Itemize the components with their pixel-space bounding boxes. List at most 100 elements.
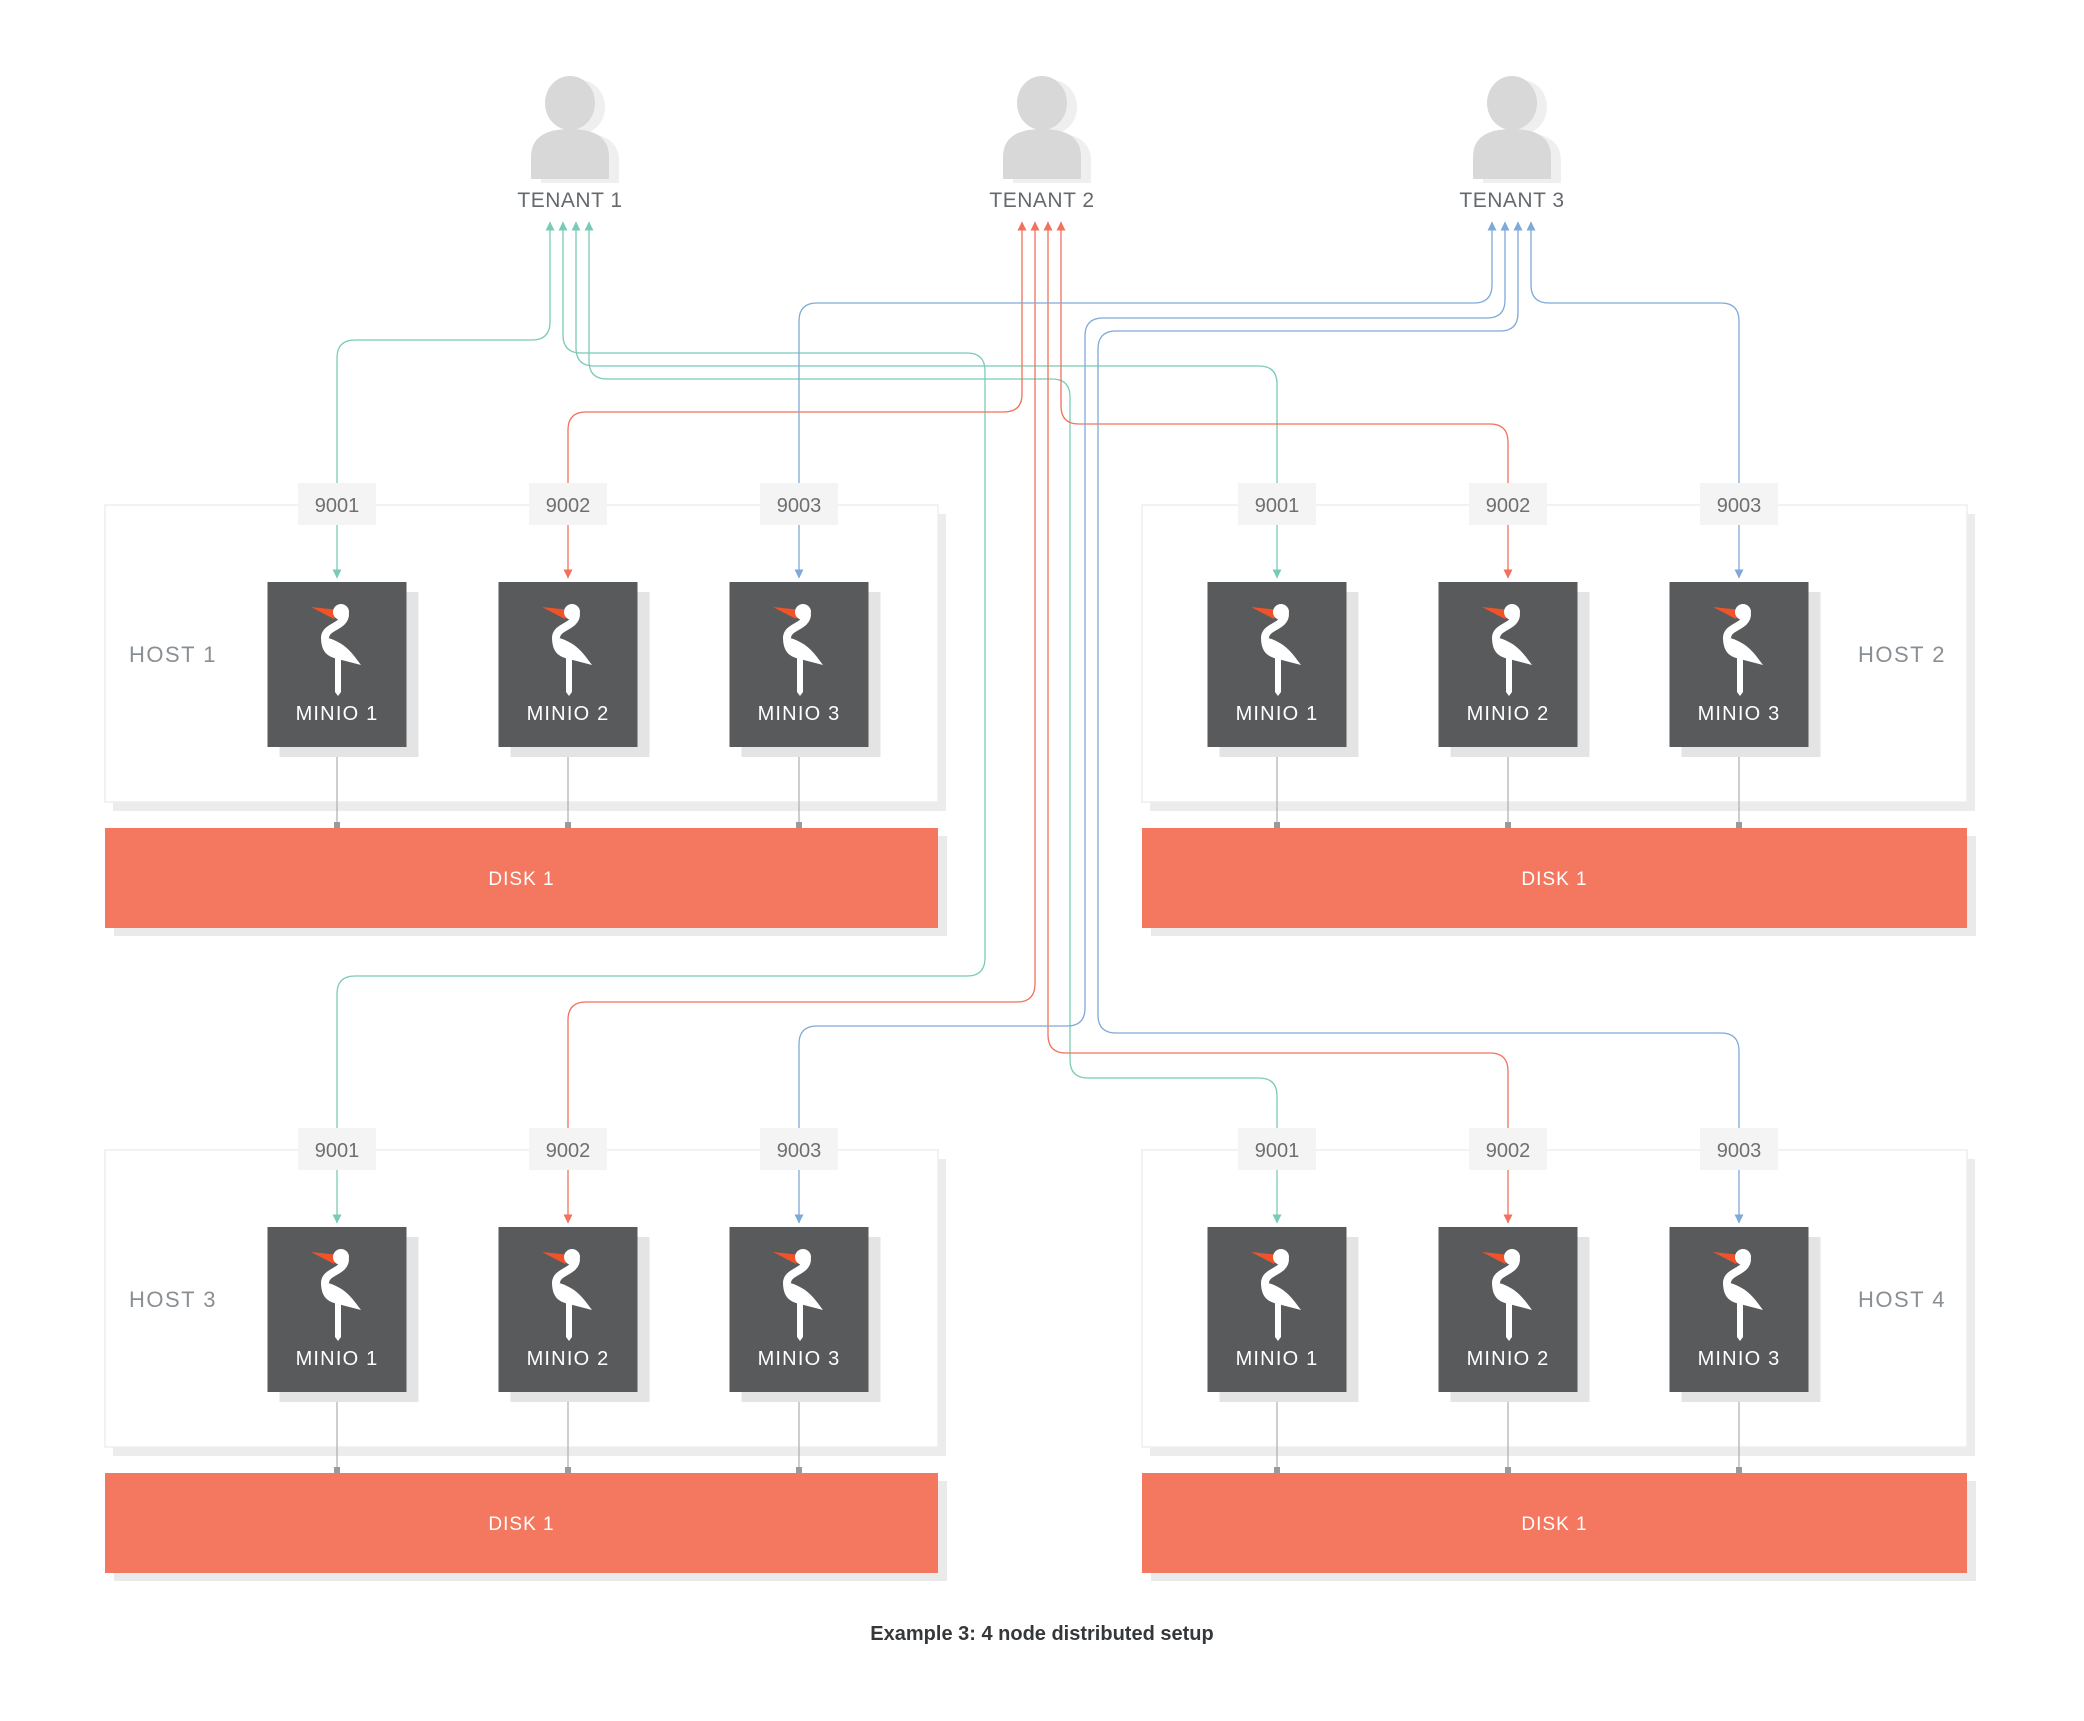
minio-bird-icon (1251, 604, 1301, 696)
bird-leg (1275, 1296, 1281, 1341)
bird-beak (1713, 607, 1741, 619)
bird-neck (1723, 613, 1751, 639)
bird-leg (335, 651, 341, 696)
port-label: 9002 (1486, 495, 1531, 517)
minio-bird-icon (542, 604, 592, 696)
route-tenant3-host3 (794, 221, 1510, 1224)
connector-cap (334, 1467, 340, 1473)
minio-bird-icon (1482, 604, 1532, 696)
bird-neck (1492, 613, 1520, 639)
bird-neck (552, 613, 580, 639)
connector-cap (1505, 1467, 1511, 1473)
port-badge-host-2-9003 (1700, 483, 1778, 525)
host-2-disk-label: DISK 1 (1521, 869, 1587, 890)
host-4-disk (1142, 1473, 1967, 1573)
bird-neck (1492, 1258, 1520, 1284)
bird-neck (1261, 1258, 1289, 1284)
bird-leg (566, 651, 572, 696)
port-badge-host-3-9003 (760, 1128, 838, 1170)
connector-cap (334, 822, 340, 828)
bird-neck (1723, 1258, 1751, 1284)
connector-cap (796, 822, 802, 828)
tenant-head (1017, 76, 1067, 130)
bird-leg (797, 651, 803, 696)
minio-label: MINIO 3 (1698, 703, 1781, 725)
connector-cap (1736, 822, 1742, 828)
minio-bird-icon (1482, 1249, 1532, 1341)
connector-cap (565, 1467, 571, 1473)
route-tenant3-host4 (1097, 221, 1744, 1224)
bird-beak (542, 1252, 570, 1264)
port-badge-host-1-9001 (298, 483, 376, 525)
host-2-label: HOST 2 (1858, 642, 1946, 667)
port-label: 9002 (546, 495, 591, 517)
port-badge-host-4-9002 (1469, 1128, 1547, 1170)
port-badge-host-4-9001 (1238, 1128, 1316, 1170)
port-label: 9003 (777, 1140, 822, 1162)
bird-neck (321, 613, 349, 639)
port-label: 9002 (1486, 1140, 1531, 1162)
port-label: 9003 (777, 495, 822, 517)
host-3-disk (105, 1473, 938, 1573)
minio-bird-icon (1713, 1249, 1763, 1341)
minio-label: MINIO 2 (1467, 1348, 1550, 1370)
minio-label: MINIO 3 (758, 1348, 841, 1370)
bird-neck (321, 1258, 349, 1284)
bird-leg (1506, 651, 1512, 696)
port-label: 9001 (315, 1140, 360, 1162)
minio-bird-icon (1713, 604, 1763, 696)
tenant-1-label: TENANT 1 (517, 189, 622, 212)
port-label: 9001 (1255, 1140, 1300, 1162)
bird-beak (1251, 607, 1279, 619)
host-4-disk-label: DISK 1 (1521, 1514, 1587, 1535)
tenant-3-label: TENANT 3 (1459, 189, 1564, 212)
port-badge-host-2-9002 (1469, 483, 1547, 525)
bird-leg (1275, 651, 1281, 696)
port-badge-host-2-9001 (1238, 483, 1316, 525)
connector-cap (1274, 1467, 1280, 1473)
tenant-1-icon (531, 76, 619, 183)
host-1-label: HOST 1 (129, 642, 217, 667)
port-badge-host-3-9001 (298, 1128, 376, 1170)
bird-beak (311, 607, 339, 619)
minio-bird-icon (311, 604, 361, 696)
bird-leg (797, 1296, 803, 1341)
bird-neck (1261, 613, 1289, 639)
tenant-body (1003, 129, 1081, 179)
connector-cap (796, 1467, 802, 1473)
tenant-body (531, 129, 609, 179)
host-3-label: HOST 3 (129, 1287, 217, 1312)
tenant-2-label: TENANT 2 (989, 189, 1094, 212)
minio-label: MINIO 2 (527, 703, 610, 725)
bird-neck (783, 1258, 811, 1284)
connector-cap (1274, 822, 1280, 828)
bird-beak (773, 607, 801, 619)
bird-beak (542, 607, 570, 619)
bird-leg (566, 1296, 572, 1341)
bird-neck (783, 613, 811, 639)
port-badge-host-4-9003 (1700, 1128, 1778, 1170)
port-label: 9001 (1255, 495, 1300, 517)
minio-label: MINIO 3 (758, 703, 841, 725)
minio-label: MINIO 1 (296, 1348, 379, 1370)
connector-cap (565, 822, 571, 828)
port-label: 9003 (1717, 1140, 1762, 1162)
port-label: 9001 (315, 495, 360, 517)
port-badge-host-3-9002 (529, 1128, 607, 1170)
bird-leg (1737, 1296, 1743, 1341)
tenant-body (1473, 129, 1551, 179)
port-badge-host-1-9002 (529, 483, 607, 525)
minio-label: MINIO 2 (1467, 703, 1550, 725)
route-tenant3-host2 (1526, 221, 1744, 579)
bird-beak (773, 1252, 801, 1264)
bird-beak (311, 1252, 339, 1264)
host-1-disk-label: DISK 1 (488, 869, 554, 890)
bird-leg (1737, 651, 1743, 696)
minio-label: MINIO 3 (1698, 1348, 1781, 1370)
bird-beak (1482, 607, 1510, 619)
port-label: 9002 (546, 1140, 591, 1162)
tenant-head (545, 76, 595, 130)
minio-label: MINIO 1 (1236, 703, 1319, 725)
